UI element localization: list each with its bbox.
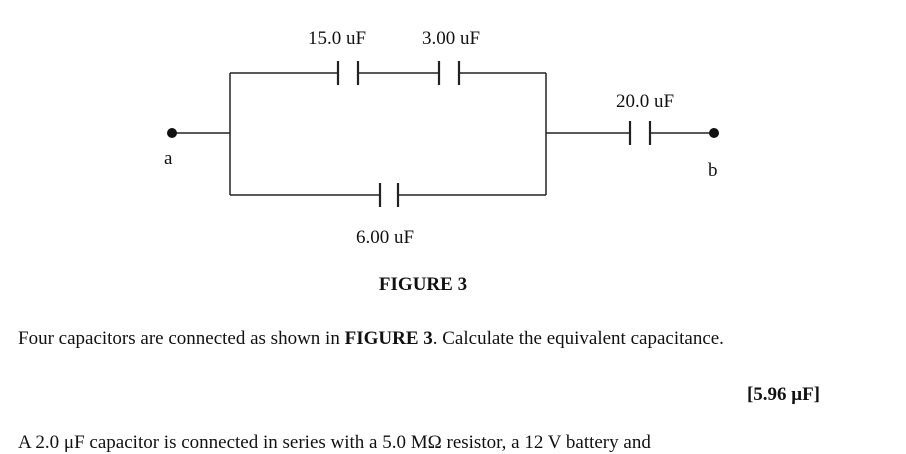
label-15uf: 15.0 uF	[308, 28, 367, 49]
question-text: Four capacitors are connected as shown i…	[18, 326, 822, 352]
terminal-b-dot	[709, 128, 719, 138]
capacitor-symbols	[336, 61, 652, 207]
question-text-before: Four capacitors are connected as shown i…	[18, 328, 345, 349]
terminal-a-dot	[167, 128, 177, 138]
answer: [5.96 μF]	[746, 384, 820, 405]
figure-reference: FIGURE 3	[344, 328, 433, 349]
label-20uf: 20.0 uF	[616, 91, 675, 112]
next-question-partial: A 2.0 μF capacitor is connected in serie…	[18, 432, 651, 453]
label-3uf: 3.00 uF	[422, 28, 481, 49]
terminal-b-label: b	[708, 160, 718, 181]
question-text-after: . Calculate the equivalent capacitance.	[432, 328, 724, 349]
terminal-a-label: a	[164, 148, 173, 169]
label-6uf: 6.00 uF	[356, 227, 415, 248]
figure-caption: FIGURE 3	[378, 274, 468, 295]
